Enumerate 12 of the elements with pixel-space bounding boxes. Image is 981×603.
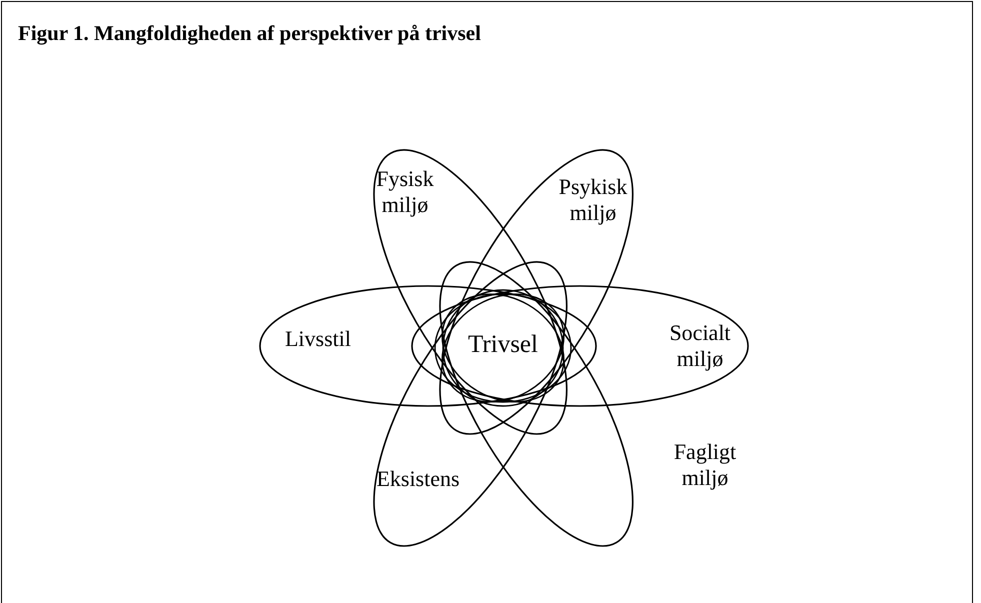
ellipse-petal	[440, 150, 632, 434]
petal-label: Socialt miljø	[668, 320, 732, 372]
petal-label: Psykisk miljø	[558, 174, 628, 226]
ellipse-petal	[412, 286, 748, 406]
petal-label: Eksistens	[375, 466, 461, 492]
figure-title: Figur 1. Mangfoldigheden af perspektiver på trivsel	[18, 20, 481, 46]
centre-label: Trivsel	[467, 332, 539, 358]
petal-label: Fagligt miljø	[672, 438, 738, 491]
ellipse-petal	[374, 262, 566, 546]
petal-label: Livsstil	[284, 326, 352, 352]
petal-label: Fysisk miljø	[375, 166, 435, 218]
ellipse-petal	[260, 286, 596, 406]
